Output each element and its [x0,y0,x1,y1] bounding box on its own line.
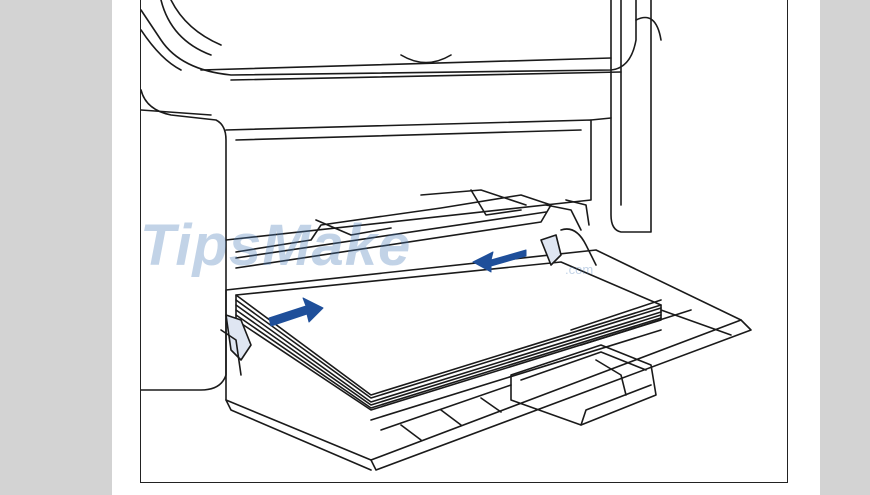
right-slide-guide [540,234,562,266]
tray-extension [510,344,657,426]
left-gray-margin [0,0,112,495]
watermark-suffix: .com [565,262,594,277]
left-slide-guide [225,314,252,361]
printer-front-opening [225,119,592,241]
printer-left-side [141,89,227,391]
printer-illustration [141,0,752,471]
printer-top-cover [141,0,637,76]
printer-right-side [610,0,652,233]
printer-illustration-frame [140,0,788,483]
multipurpose-tray [225,249,742,461]
right-gray-margin [820,0,870,495]
left-arrow-icon [472,249,527,273]
right-arrow-icon [268,297,324,327]
rear-paper-guide [235,194,552,269]
